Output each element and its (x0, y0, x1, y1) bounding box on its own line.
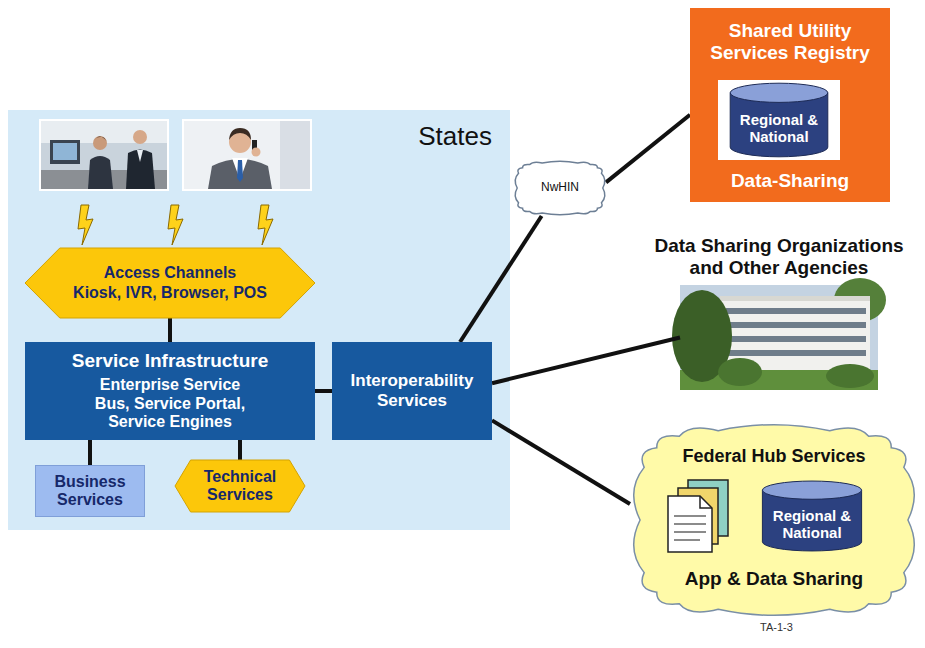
document-fold (700, 496, 712, 508)
panel-heading: States (26, 122, 492, 152)
box-label: Interoperability Services (342, 371, 482, 410)
database-label: Regional & National (760, 507, 864, 542)
photo-ground (183, 120, 311, 190)
photo-shirt (137, 150, 143, 162)
box-label: Technical Services (195, 468, 285, 505)
node-heading: Data Sharing Organizations and Other Age… (639, 235, 919, 279)
photo-shrub (718, 358, 762, 386)
cloud-heading: Federal Hub Services (682, 446, 865, 467)
photo-screen (53, 143, 77, 160)
cloud-label: NwHIN (541, 181, 579, 195)
connector-line (492, 420, 630, 504)
service-hexagon: Technical Services (175, 460, 305, 512)
service-box: Business Services (35, 465, 145, 517)
connector-line (315, 389, 332, 393)
photo-person (126, 150, 155, 190)
photo-windows (726, 350, 866, 356)
cloud-footer: App & Data Sharing (685, 568, 863, 590)
box-heading: Shared Utility Services Registry (698, 20, 882, 64)
label-holder: TA-1-3 (760, 621, 793, 634)
box-body: Kiosk, IVR, Browser, POS (73, 284, 267, 302)
registry-box: Shared Utility Services RegistryData-Sha… (690, 8, 890, 202)
photo-windows (726, 322, 866, 328)
hexagon-shape (25, 248, 315, 318)
photo-head (133, 130, 147, 144)
service-box: Service InfrastructureEnterprise Service… (25, 342, 315, 440)
photo-hand (252, 148, 261, 157)
business-man-photo (183, 120, 311, 190)
lightning-bolt (168, 205, 183, 245)
documents-icon (668, 480, 728, 552)
connector-line (460, 216, 542, 342)
agency-building-photo (672, 278, 886, 390)
box-label: Business Services (42, 473, 138, 510)
cylinder-top (730, 83, 828, 102)
connector-line (606, 115, 690, 183)
photo-roof (720, 296, 870, 301)
database-cylinder: Regional & National (750, 478, 874, 554)
photo-hair (93, 137, 107, 143)
hex-outline (25, 248, 315, 318)
box-heading: Service Infrastructure (72, 350, 268, 372)
photo-hair (229, 128, 251, 140)
office-photo (40, 120, 168, 190)
database-tile (718, 80, 840, 160)
photo-head (93, 136, 107, 150)
connector-line (168, 318, 172, 342)
cloud-shape (634, 425, 915, 616)
photo-tie (237, 160, 243, 182)
box-footer: Data-Sharing (731, 170, 849, 192)
database-label: Regional & National (728, 111, 830, 146)
photo-windows (726, 308, 866, 314)
database-cylinder: Regional & National (718, 80, 840, 160)
photo-suit (208, 159, 272, 189)
network-cloud: NwHIN (514, 160, 606, 216)
figure-id: TA-1-3 (760, 621, 793, 634)
photo-person (88, 156, 113, 189)
connector-line (492, 338, 680, 384)
photo-monitor (50, 140, 80, 164)
photo-building (280, 121, 310, 189)
connector-line (88, 440, 92, 465)
access-channel-hexagon: Access ChannelsKiosk, IVR, Browser, POS (25, 248, 315, 318)
lightning-bolt (258, 205, 273, 245)
agency-photo-node: Data Sharing Organizations and Other Age… (680, 285, 878, 390)
lightning-bolt (78, 205, 93, 245)
cylinder-top (762, 481, 861, 499)
box-body: Enterprise Service Bus, Service Portal, … (70, 376, 270, 431)
photo-ground (40, 120, 168, 190)
photo-shrub (826, 364, 874, 388)
document-page (668, 496, 712, 552)
service-box: Interoperability Services (332, 342, 492, 440)
document-lines (674, 516, 706, 540)
box-heading: Access Channels (104, 264, 237, 282)
hexagon-shape (175, 460, 305, 512)
connector-line (238, 440, 242, 460)
photo-windows (726, 336, 866, 342)
signal-bolts (78, 205, 273, 245)
cloud-shape (515, 161, 605, 214)
